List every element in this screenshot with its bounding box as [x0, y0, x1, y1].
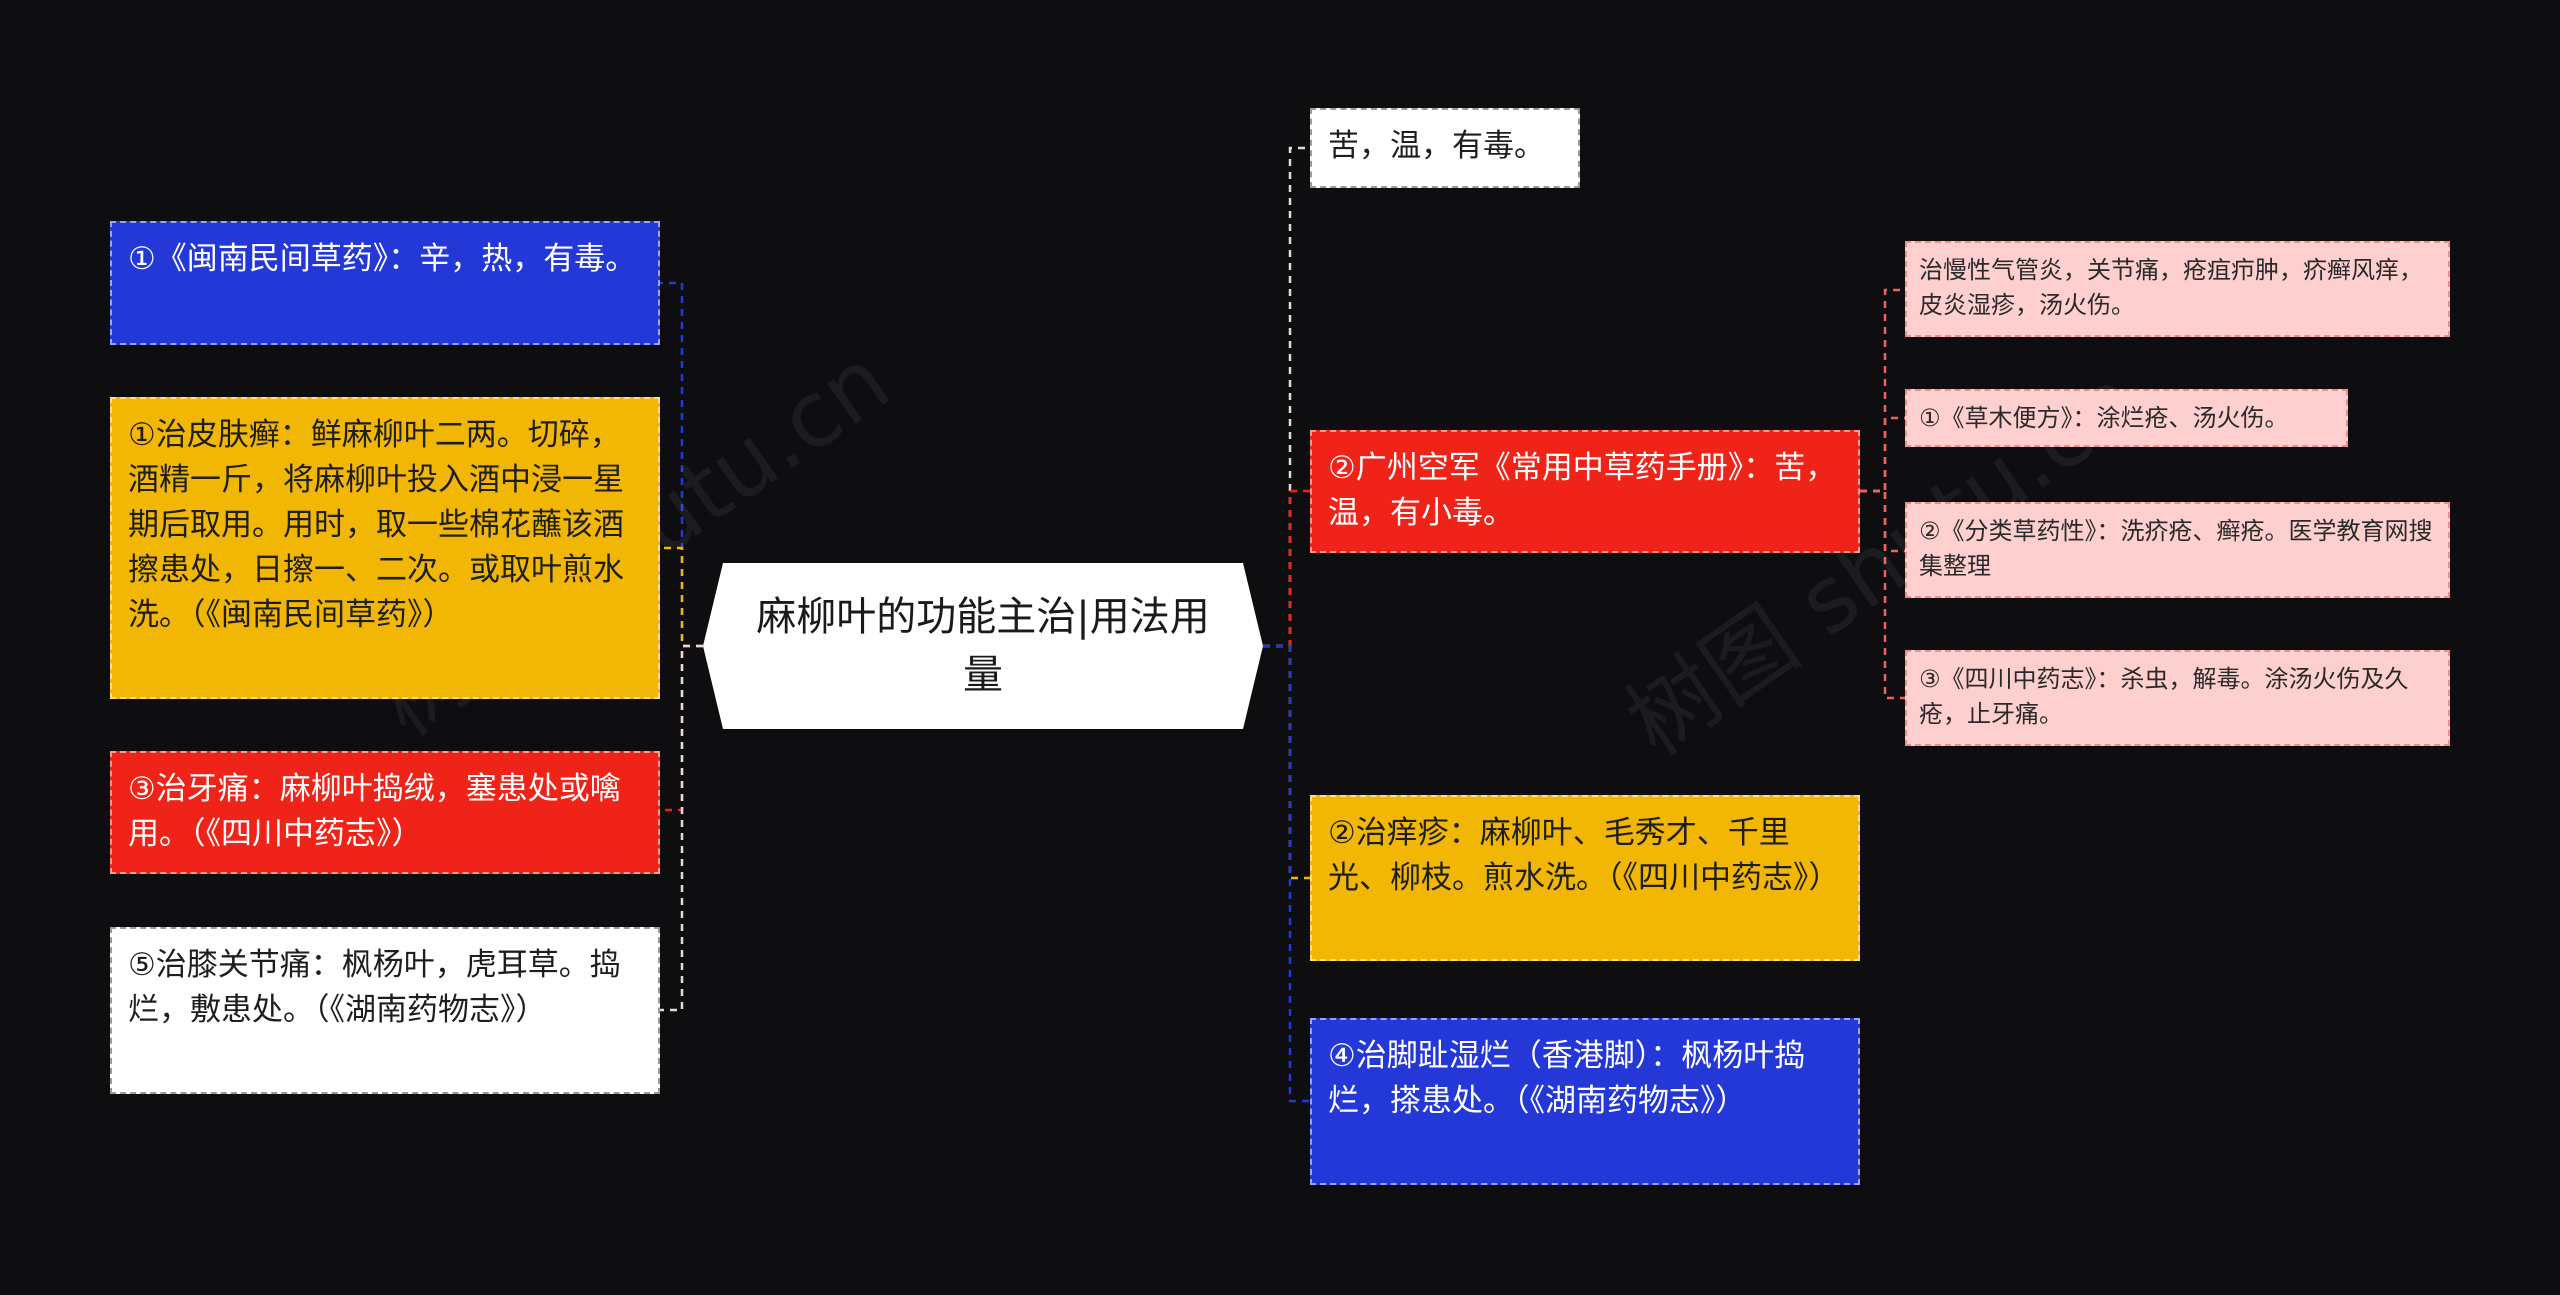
- connector-sub-4: [1860, 489, 1905, 700]
- connector-sub-3: [1860, 489, 1905, 553]
- node-text: ①《草木便方》：涂烂疮、汤火伤。: [1919, 404, 2289, 432]
- node-left-2[interactable]: ①治皮肤癣：鲜麻柳叶二两。切碎，酒精一斤，将麻柳叶投入酒中浸一星期后取用。用时，…: [110, 397, 660, 699]
- connector-left-1: [660, 281, 703, 648]
- node-text: ②《分类草药性》：洗疥疮、癣疮。医学教育网搜集整理: [1919, 517, 2433, 580]
- node-text: ①治皮肤癣：鲜麻柳叶二两。切碎，酒精一斤，将麻柳叶投入酒中浸一星期后取用。用时，…: [128, 417, 624, 633]
- node-left-4[interactable]: ⑤治膝关节痛：枫杨叶，虎耳草。捣烂，敷患处。（《湖南药物志》）: [110, 927, 660, 1094]
- node-text: ②广州空军《常用中草药手册》：苦，温，有小毒。: [1328, 450, 1837, 531]
- node-text: ⑤治膝关节痛：枫杨叶，虎耳草。捣烂，敷患处。（《湖南药物志》）: [128, 947, 621, 1028]
- connector-right-2: [1263, 489, 1310, 648]
- connector-right-4: [1263, 644, 1310, 1103]
- node-sub-4[interactable]: ③《四川中药志》：杀虫，解毒。涂汤火伤及久疮，止牙痛。: [1905, 650, 2450, 746]
- central-topic-title: 麻柳叶的功能主治|用法用量: [756, 594, 1210, 698]
- node-sub-1[interactable]: 治慢性气管炎，关节痛，疮疽疖肿，疥癣风痒，皮炎湿疹，汤火伤。: [1905, 241, 2450, 337]
- connector-right-1: [1263, 146, 1310, 648]
- node-text: ④治脚趾湿烂（香港脚）：枫杨叶捣烂，搽患处。（《湖南药物志》）: [1328, 1038, 1806, 1119]
- node-right-1[interactable]: 苦，温，有毒。: [1310, 108, 1580, 188]
- node-text: ②治痒疹：麻柳叶、毛秀才、千里光、柳枝。煎水洗。（《四川中药志》）: [1328, 815, 1840, 896]
- node-text: ③治牙痛：麻柳叶捣绒，塞患处或噙用。（《四川中药志》）: [128, 771, 621, 852]
- node-left-3[interactable]: ③治牙痛：麻柳叶捣绒，塞患处或噙用。（《四川中药志》）: [110, 751, 660, 874]
- connector-left-4: [660, 644, 703, 1012]
- connector-sub-1: [1860, 288, 1905, 493]
- connector-sub-2: [1860, 416, 1905, 493]
- connector-right-3: [1263, 644, 1310, 880]
- connector-left-3: [660, 644, 703, 812]
- node-left-1[interactable]: ①《闽南民间草药》：辛，热，有毒。: [110, 221, 660, 345]
- node-text: ③《四川中药志》：杀虫，解毒。涂汤火伤及久疮，止牙痛。: [1919, 665, 2409, 728]
- node-sub-2[interactable]: ①《草木便方》：涂烂疮、汤火伤。: [1905, 389, 2348, 447]
- node-right-4[interactable]: ④治脚趾湿烂（香港脚）：枫杨叶捣烂，搽患处。（《湖南药物志》）: [1310, 1018, 1860, 1185]
- connector-left-2: [660, 546, 703, 648]
- central-topic[interactable]: 麻柳叶的功能主治|用法用量: [703, 563, 1263, 729]
- node-text: 治慢性气管炎，关节痛，疮疽疖肿，疥癣风痒，皮炎湿疹，汤火伤。: [1919, 256, 2423, 319]
- node-sub-3[interactable]: ②《分类草药性》：洗疥疮、癣疮。医学教育网搜集整理: [1905, 502, 2450, 598]
- node-right-2[interactable]: ②广州空军《常用中草药手册》：苦，温，有小毒。: [1310, 430, 1860, 553]
- node-text: ①《闽南民间草药》：辛，热，有毒。: [128, 241, 637, 277]
- node-right-3[interactable]: ②治痒疹：麻柳叶、毛秀才、千里光、柳枝。煎水洗。（《四川中药志》）: [1310, 795, 1860, 961]
- node-text: 苦，温，有毒。: [1328, 128, 1545, 164]
